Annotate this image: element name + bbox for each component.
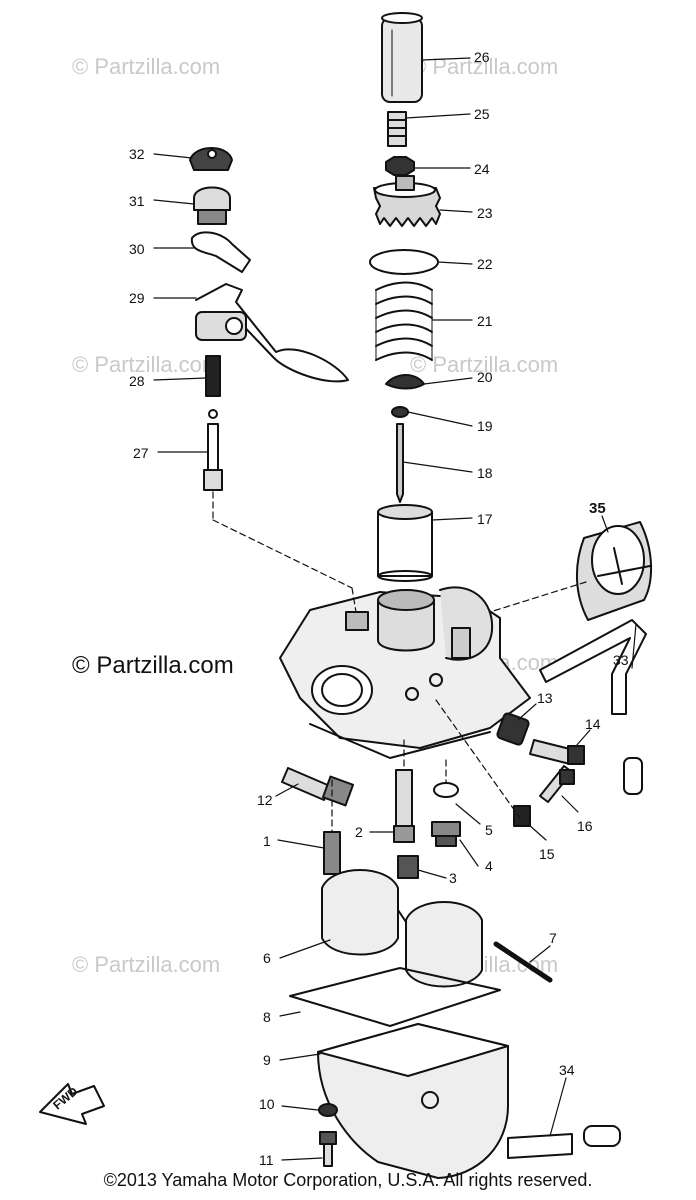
- part-26-cable-boot: [381, 12, 423, 103]
- fwd-arrow-icon: [39, 1083, 105, 1125]
- part-27-washer: [208, 409, 218, 419]
- part-33-vent-hose: [539, 619, 647, 715]
- callout-27: 27: [133, 445, 149, 461]
- callout-24: 24: [474, 161, 490, 177]
- part-2-needle-jet: [393, 769, 415, 843]
- part-18-jet-needle: [396, 423, 404, 503]
- callout-12: 12: [257, 792, 273, 808]
- callout-21: 21: [477, 313, 493, 329]
- part-19-clip-washer: [391, 406, 409, 418]
- assembly-lines: [212, 491, 587, 833]
- callout-5: 5: [485, 822, 493, 838]
- callout-18: 18: [477, 465, 493, 481]
- part-1-pilot-jet: [323, 831, 341, 875]
- part-28-plunger-spring: [205, 355, 221, 397]
- part-carburetor-body: [279, 586, 531, 759]
- part-33-vent-hose-end: [623, 757, 643, 795]
- part-12-idle-screw: [281, 767, 355, 807]
- part-20-retainer-clip: [385, 374, 425, 390]
- callout-9: 9: [263, 1052, 271, 1068]
- watermark: © Partzilla.com: [72, 352, 221, 377]
- callout-1: 1: [263, 833, 271, 849]
- callout-26: 26: [474, 49, 490, 65]
- part-23-mixing-chamber-cap: [373, 175, 441, 227]
- part-32-starter-cap: [189, 147, 233, 171]
- part-9-float-chamber: [317, 1023, 509, 1179]
- copyright-footer: ©2013 Yamaha Motor Corporation, U.S.A. A…: [103, 1170, 593, 1190]
- callout-14: 14: [585, 716, 601, 732]
- part-29-starter-lever: [195, 283, 349, 383]
- callout-2: 2: [355, 824, 363, 840]
- callout-30: 30: [129, 241, 145, 257]
- callout-11: 11: [259, 1152, 274, 1168]
- part-24-locknut: [385, 156, 415, 176]
- part-6-float: [321, 869, 483, 988]
- callout-4: 4: [485, 858, 493, 874]
- callout-33: 33: [613, 652, 629, 668]
- part-3-main-jet: [397, 855, 419, 879]
- callout-29: 29: [129, 290, 145, 306]
- callout-34: 34: [559, 1062, 575, 1078]
- watermark: © Partzilla.com: [72, 54, 221, 79]
- callout-22: 22: [477, 256, 493, 272]
- callout-23: 23: [477, 205, 493, 221]
- callout-28: 28: [129, 373, 145, 389]
- part-10-bowl-washer: [318, 1103, 338, 1117]
- part-13-pilot-screw-spring: [496, 712, 530, 746]
- callout-13: 13: [537, 690, 553, 706]
- part-8-float-bowl-gasket: [289, 967, 501, 1027]
- callout-6: 6: [263, 950, 271, 966]
- callout-16: 16: [577, 818, 593, 834]
- callout-17: 17: [477, 511, 493, 527]
- part-15-stop-screw-spring: [513, 805, 531, 827]
- callout-31: 31: [129, 193, 145, 209]
- callout-25: 25: [474, 106, 490, 122]
- callout-32: 32: [129, 146, 145, 162]
- callout-19: 19: [477, 418, 493, 434]
- part-17-throttle-valve: [377, 504, 433, 582]
- part-27-starter-plunger: [203, 423, 223, 491]
- part-35-air-funnel: [576, 521, 652, 621]
- part-5-washer: [433, 782, 459, 798]
- callout-15: 15: [539, 846, 555, 862]
- part-16-throttle-stop-screw: [539, 765, 575, 803]
- callout-8: 8: [263, 1009, 271, 1025]
- part-11-bowl-screw: [319, 1131, 337, 1167]
- part-4-drain-plug: [431, 821, 461, 847]
- part-14-pilot-screw: [529, 739, 585, 765]
- part-25-cable-adjuster: [387, 111, 407, 147]
- callout-labels: 26 25 24 23 22 21 20 19 18 17 32 31 30 2…: [50, 49, 628, 1168]
- part-34-drain-hose: [507, 1125, 621, 1159]
- callout-10: 10: [259, 1096, 275, 1112]
- watermark: © Partzilla.com: [410, 54, 559, 79]
- watermark: © Partzilla.com: [72, 952, 221, 977]
- part-30-lever-plate: [190, 231, 251, 273]
- callout-3: 3: [449, 870, 457, 886]
- part-7-float-pin: [493, 941, 553, 983]
- leader-lines: [153, 57, 637, 1161]
- watermark: © Partzilla.com: [410, 352, 559, 377]
- part-22-cap-gasket: [369, 249, 439, 275]
- part-21-throttle-spring: [375, 281, 433, 361]
- callout-7: 7: [549, 930, 557, 946]
- callout-35: 35: [589, 500, 606, 517]
- callout-20: 20: [477, 369, 493, 385]
- part-31-starter-nut: [193, 186, 231, 225]
- brand-watermark: © Partzilla.com: [72, 652, 234, 679]
